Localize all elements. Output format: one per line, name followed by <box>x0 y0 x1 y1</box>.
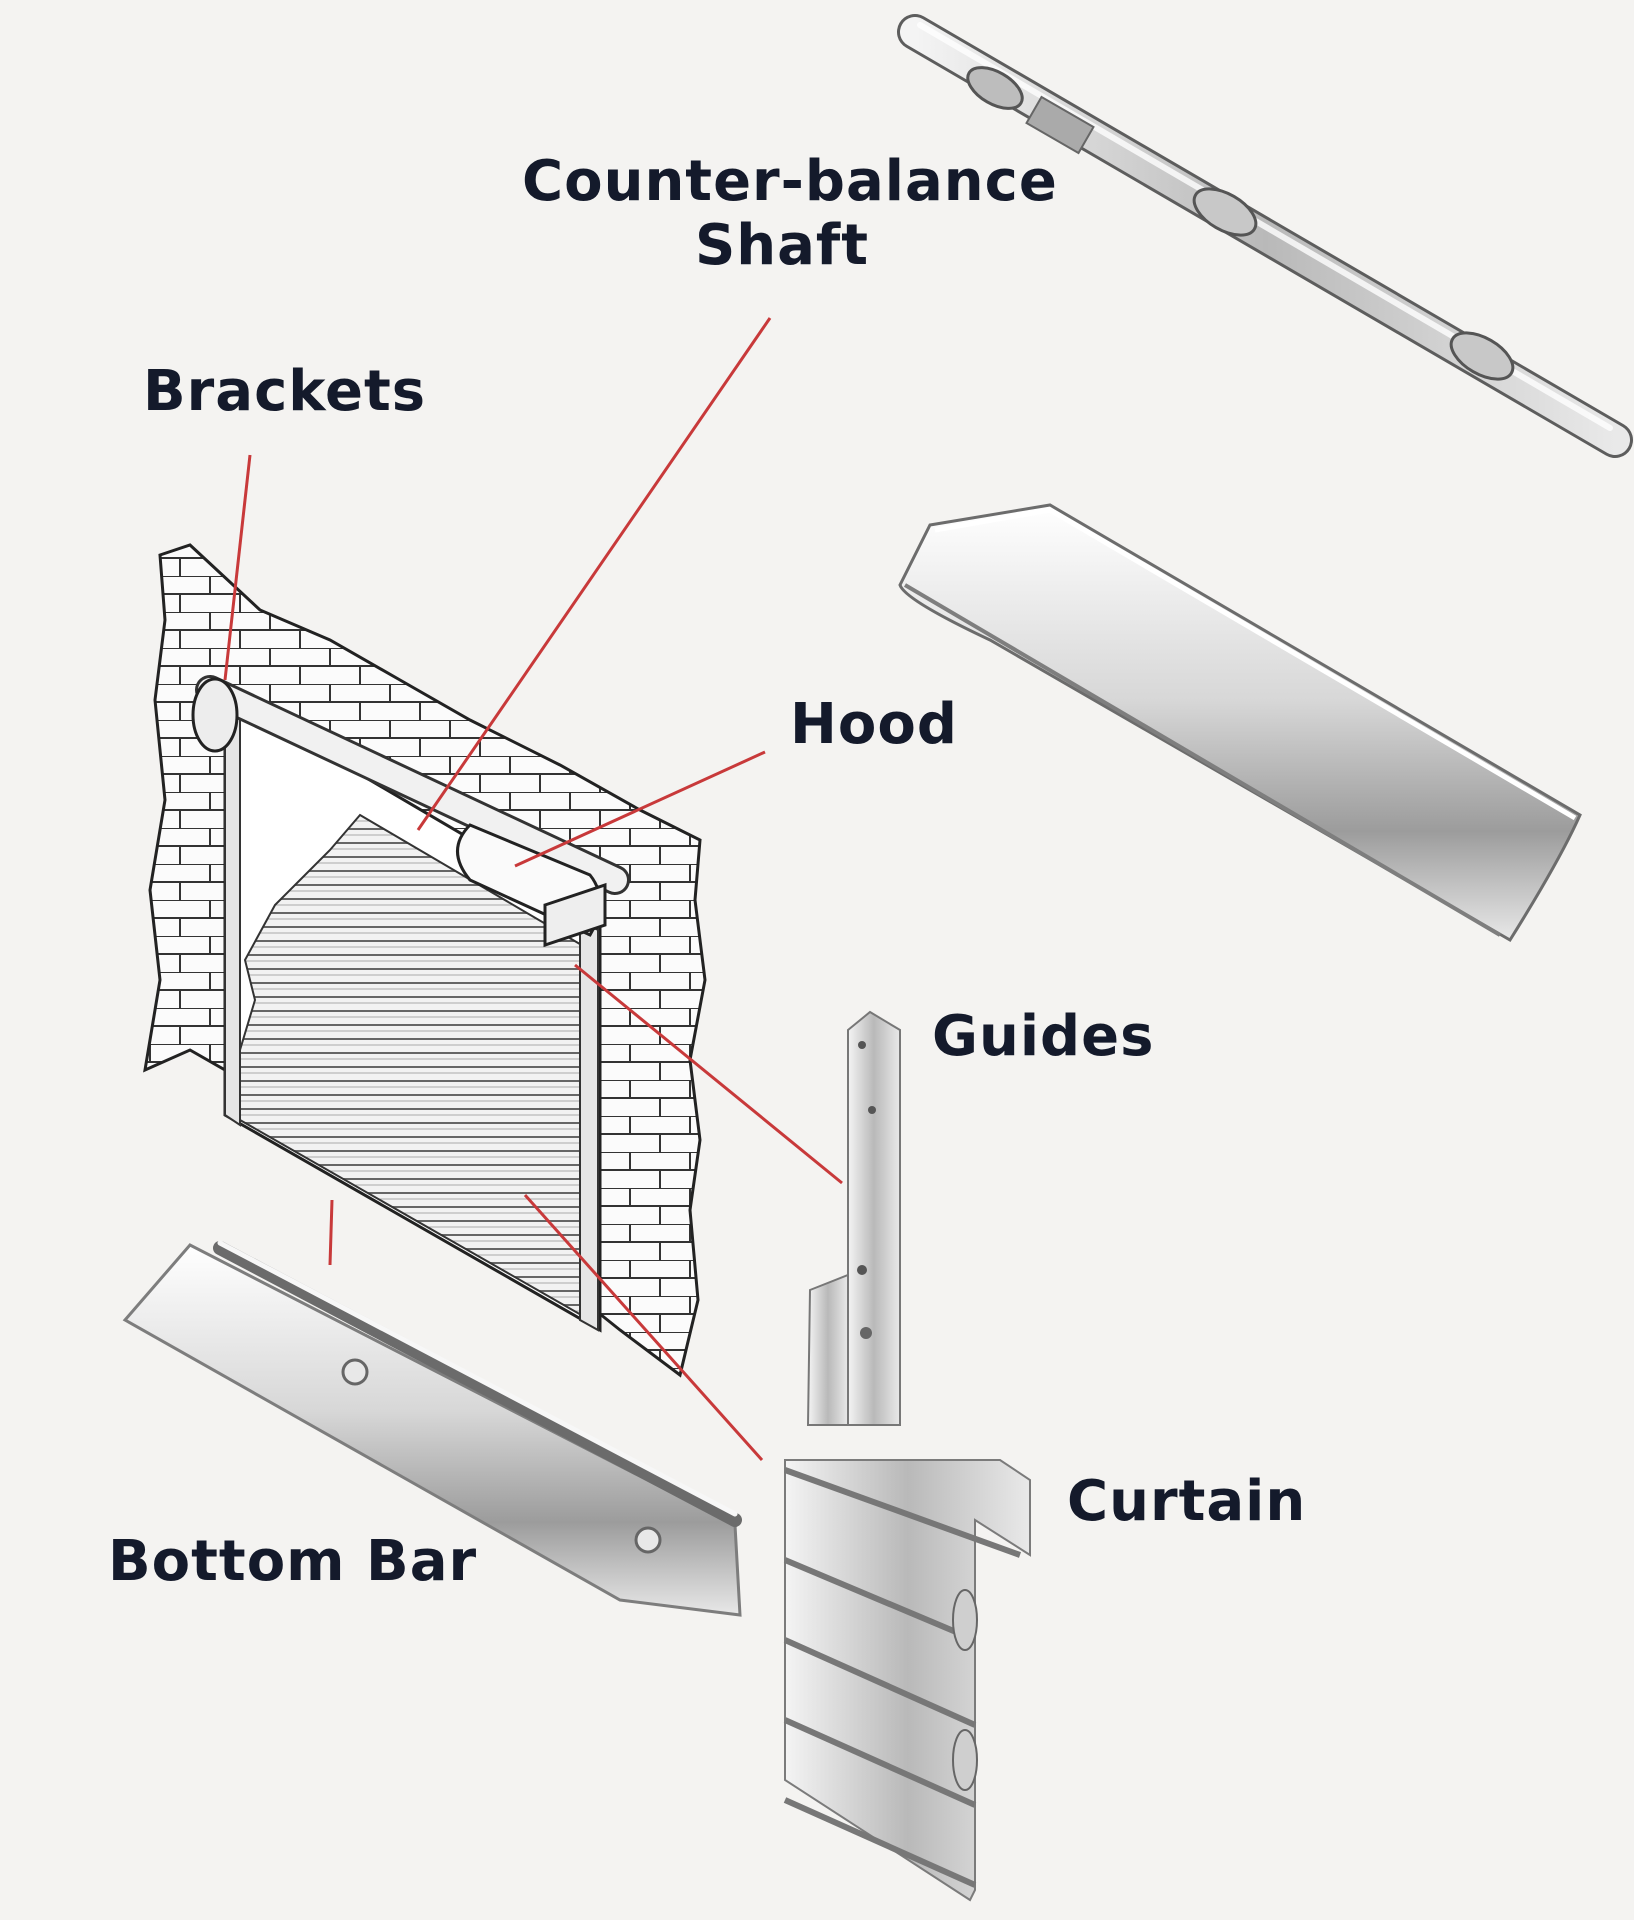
leader-line-brackets <box>223 454 252 681</box>
counter-balance-shaft-part <box>897 14 1633 458</box>
label-guides: Guides <box>932 1004 1155 1069</box>
curtain-part <box>783 1459 1031 1902</box>
bottom-bar-part <box>122 1240 742 1617</box>
label-hood: Hood <box>790 692 958 757</box>
wall-assembly-illustration <box>143 543 707 1378</box>
label-counter-balance-line1: Counter-balance <box>522 149 1058 214</box>
label-counter-balance-shaft: Counter-balance Shaft <box>522 149 1058 279</box>
leader-line-counter-balance-shaft <box>416 317 772 831</box>
leader-line-hood <box>514 750 766 868</box>
guides-part <box>806 1010 901 1426</box>
label-bottom-bar: Bottom Bar <box>108 1529 478 1594</box>
label-counter-balance-line2: Shaft <box>694 213 870 279</box>
leader-line-bottom-bar <box>328 1199 334 1266</box>
hood-part <box>898 503 1582 943</box>
leader-line-curtain <box>523 1194 764 1461</box>
label-curtain: Curtain <box>1067 1469 1307 1534</box>
leader-lines <box>223 317 843 1461</box>
leader-line-guides <box>574 963 843 1185</box>
label-brackets: Brackets <box>143 359 427 424</box>
